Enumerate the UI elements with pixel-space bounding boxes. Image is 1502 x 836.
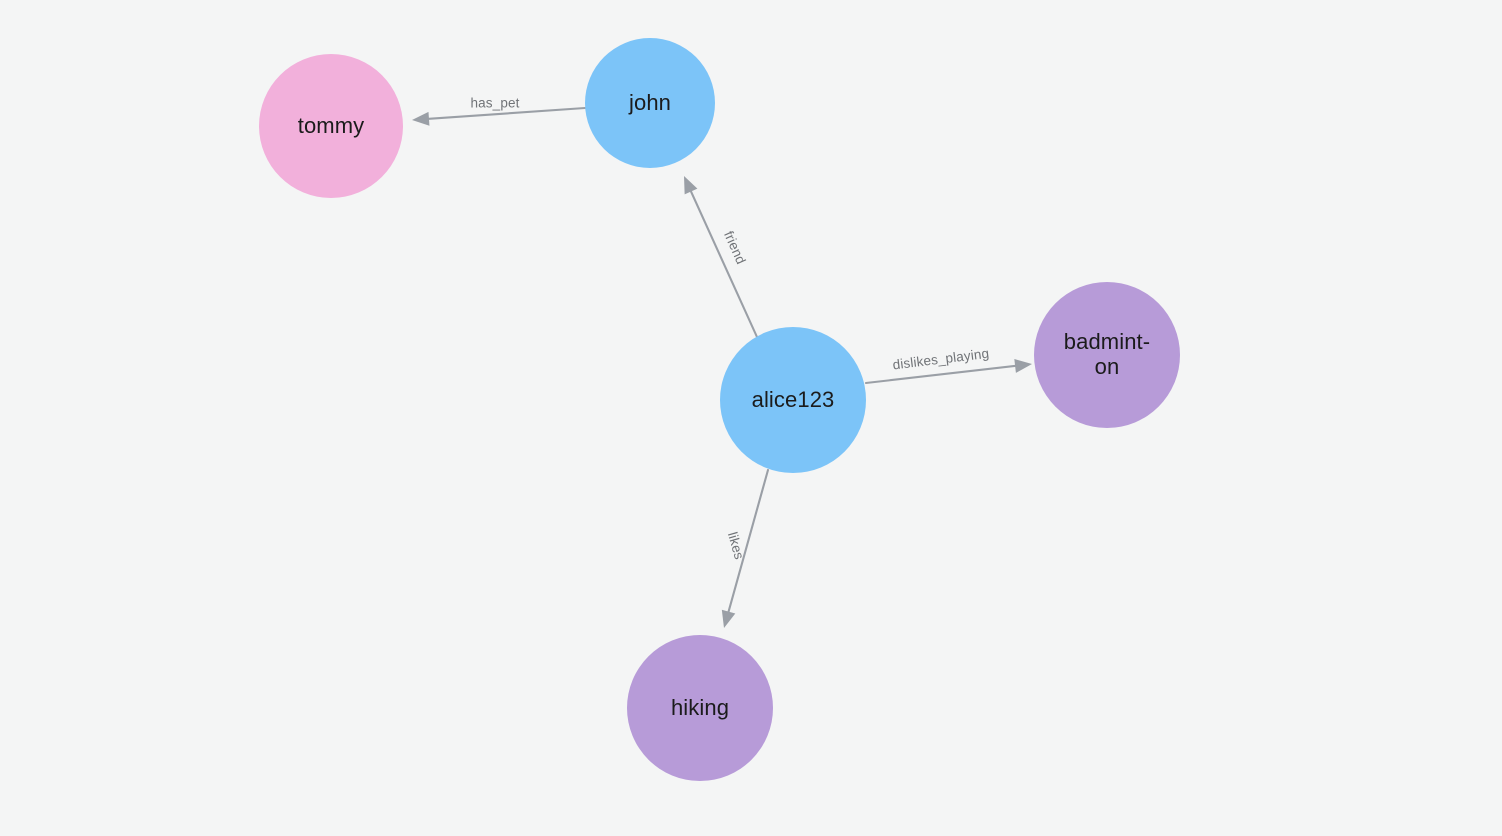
- graph-node-tommy[interactable]: tommy: [259, 54, 403, 198]
- edge-line: [726, 468, 770, 615]
- edge-arrow-head-icon: [1014, 358, 1032, 373]
- edge-line: [864, 364, 1019, 385]
- edge-arrow-head-icon: [721, 609, 736, 628]
- edge-label: dislikes_playing: [892, 346, 990, 373]
- graph-node-badminton[interactable]: badmint- on: [1034, 282, 1180, 428]
- graph-node-label: tommy: [297, 112, 365, 138]
- edge-label: friend: [721, 229, 749, 267]
- graph-edge[interactable]: dislikes_playing: [864, 346, 1032, 385]
- graph-node-hiking[interactable]: hiking: [627, 635, 773, 781]
- graph-node-label: john: [629, 89, 671, 115]
- graph-edge[interactable]: likes: [721, 468, 770, 628]
- graph-edge[interactable]: friend: [684, 176, 759, 339]
- graph-node-john[interactable]: john: [585, 38, 715, 168]
- graph-node-label: badmint- on: [1063, 329, 1151, 379]
- edge-line: [425, 106, 587, 121]
- graph-node-alice123[interactable]: alice123: [720, 327, 866, 473]
- graph-node-label: alice123: [751, 386, 835, 412]
- edge-label: likes: [725, 530, 747, 561]
- graph-node-label: hiking: [670, 694, 730, 720]
- edge-arrow-head-icon: [684, 176, 698, 195]
- edge-line: [689, 188, 759, 339]
- edge-arrow-head-icon: [412, 111, 430, 126]
- edge-label: has_pet: [470, 96, 519, 111]
- graph-edge[interactable]: has_pet: [412, 96, 587, 126]
